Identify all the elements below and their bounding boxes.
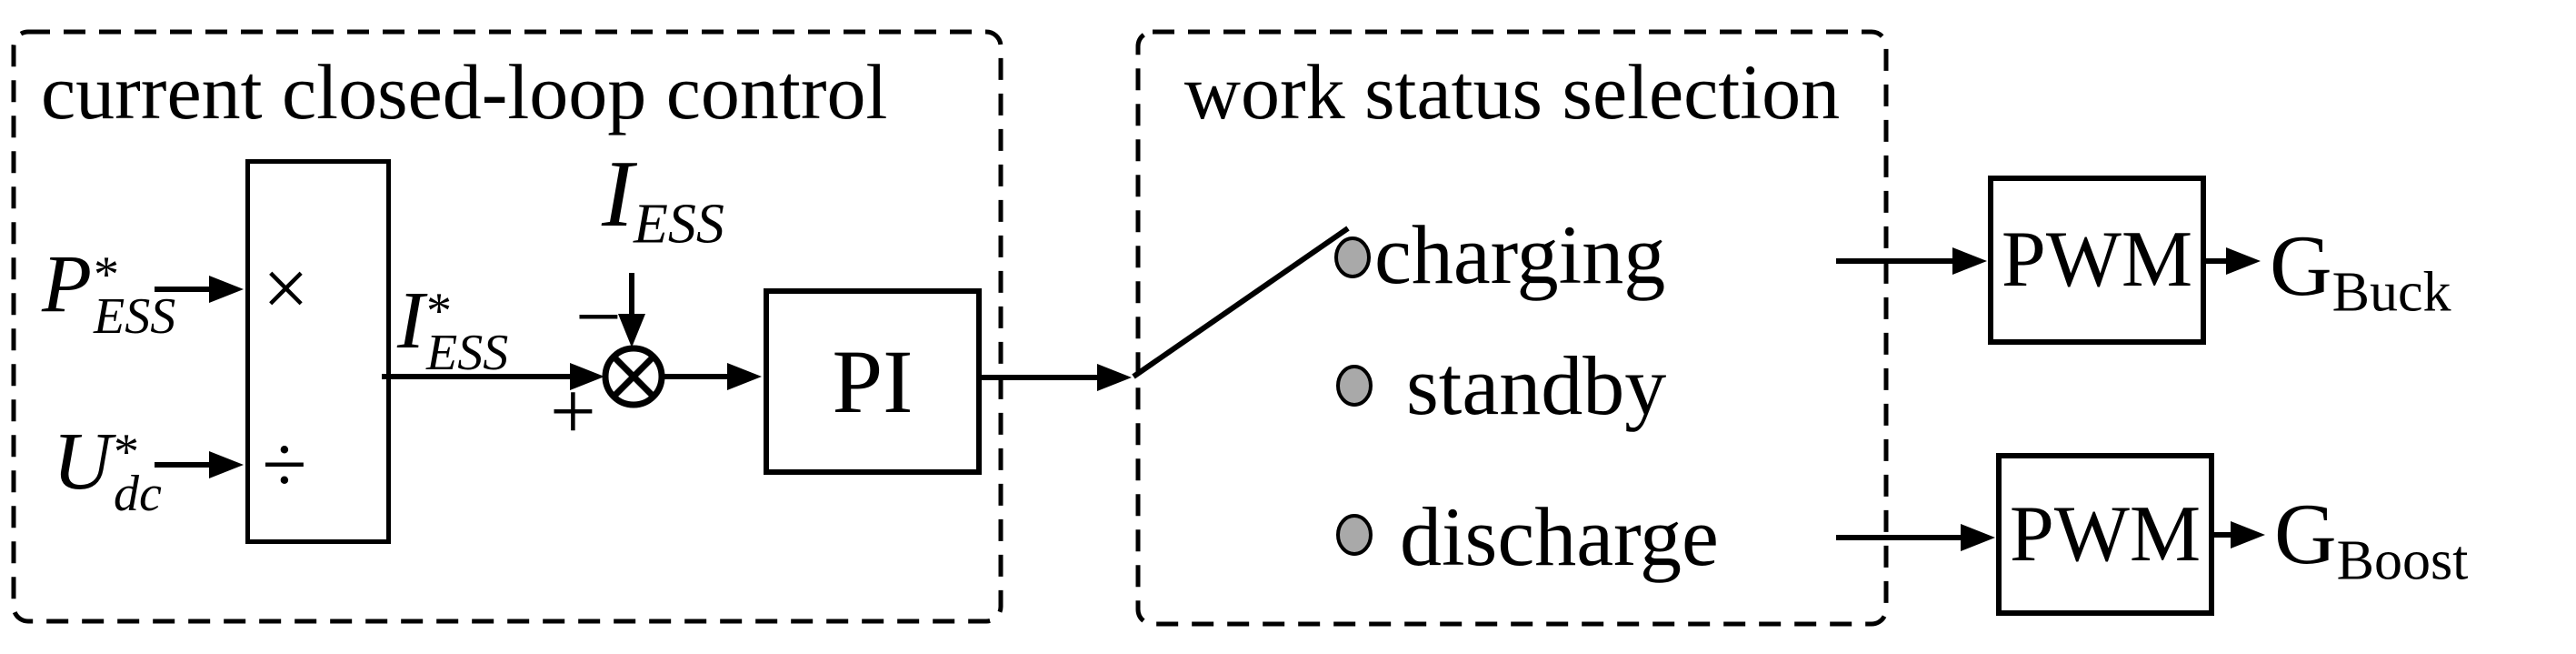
- u-ref-base: U: [53, 417, 112, 507]
- g-boost-base: G: [2274, 486, 2337, 582]
- g-buck-label: GBuck: [2270, 223, 2451, 336]
- current-loop-groupbox: [11, 29, 1003, 624]
- minus-sign: −: [575, 272, 622, 362]
- i-fb-base: I: [602, 140, 634, 247]
- pwm-buck-label: PWM: [2001, 216, 2193, 304]
- plus-sign: +: [550, 367, 596, 457]
- multiply-symbol: ×: [263, 244, 309, 334]
- i-ref-arrowhead-icon: [570, 363, 604, 390]
- u-ref-sub: dc: [114, 465, 162, 522]
- g-buck-base: G: [2270, 217, 2332, 314]
- current-loop-title: current closed-loop control: [41, 48, 888, 136]
- radio-charging-icon[interactable]: [1334, 236, 1371, 278]
- pi-block: PI: [764, 288, 982, 475]
- switch-arm[interactable]: [1132, 226, 1350, 379]
- u-ref-sup: *: [114, 423, 139, 480]
- summing-junction-cross-2: [612, 355, 655, 398]
- option-standby-label[interactable]: standby: [1406, 339, 1667, 432]
- i-ref-sup: *: [425, 282, 452, 339]
- g-boost-label: GBoost: [2274, 491, 2468, 604]
- i-ref-sub: ESS: [425, 324, 509, 381]
- i-fb-arrowhead-icon: [618, 314, 645, 347]
- pi-block-label: PI: [832, 330, 914, 432]
- discharge-arrowhead-icon: [1961, 524, 1995, 551]
- g-boost-arrowhead-icon: [2231, 521, 2265, 548]
- radio-discharge-icon[interactable]: [1336, 514, 1373, 556]
- option-charging-label[interactable]: charging: [1374, 208, 1666, 301]
- u-ref-label: U*dc: [53, 421, 162, 522]
- g-buck-sub: Buck: [2331, 261, 2451, 324]
- p-ref-sub: ESS: [93, 287, 176, 345]
- pwm-boost-block: PWM: [1996, 453, 2214, 616]
- pwm-buck-block: PWM: [1988, 176, 2206, 345]
- p-ref-sup: *: [93, 246, 119, 303]
- i-fb-sub: ESS: [633, 193, 724, 256]
- u-ref-arrowhead-icon: [209, 451, 244, 478]
- charging-arrowhead-icon: [1952, 247, 1987, 275]
- pi-output-arrowhead-icon: [1097, 364, 1132, 391]
- g-buck-arrowhead-icon: [2226, 247, 2261, 275]
- p-ref-label: P*ESS: [42, 244, 176, 345]
- g-boost-sub: Boost: [2336, 529, 2469, 592]
- work-status-title: work status selection: [1183, 48, 1841, 136]
- pwm-boost-label: PWM: [2009, 489, 2202, 579]
- i-ref-base: I: [397, 276, 424, 366]
- option-discharge-label[interactable]: discharge: [1400, 490, 1719, 583]
- i-ref-label: I*ESS: [397, 280, 509, 381]
- i-fb-label: IESS: [602, 146, 724, 273]
- p-ref-base: P: [42, 239, 92, 329]
- multiply-divide-block: [245, 159, 391, 544]
- divide-symbol: ÷: [262, 420, 307, 510]
- work-status-groupbox: [1135, 29, 1889, 627]
- radio-standby-icon[interactable]: [1336, 365, 1373, 407]
- p-ref-arrowhead-icon: [209, 276, 244, 303]
- error-arrowhead-icon: [727, 363, 762, 390]
